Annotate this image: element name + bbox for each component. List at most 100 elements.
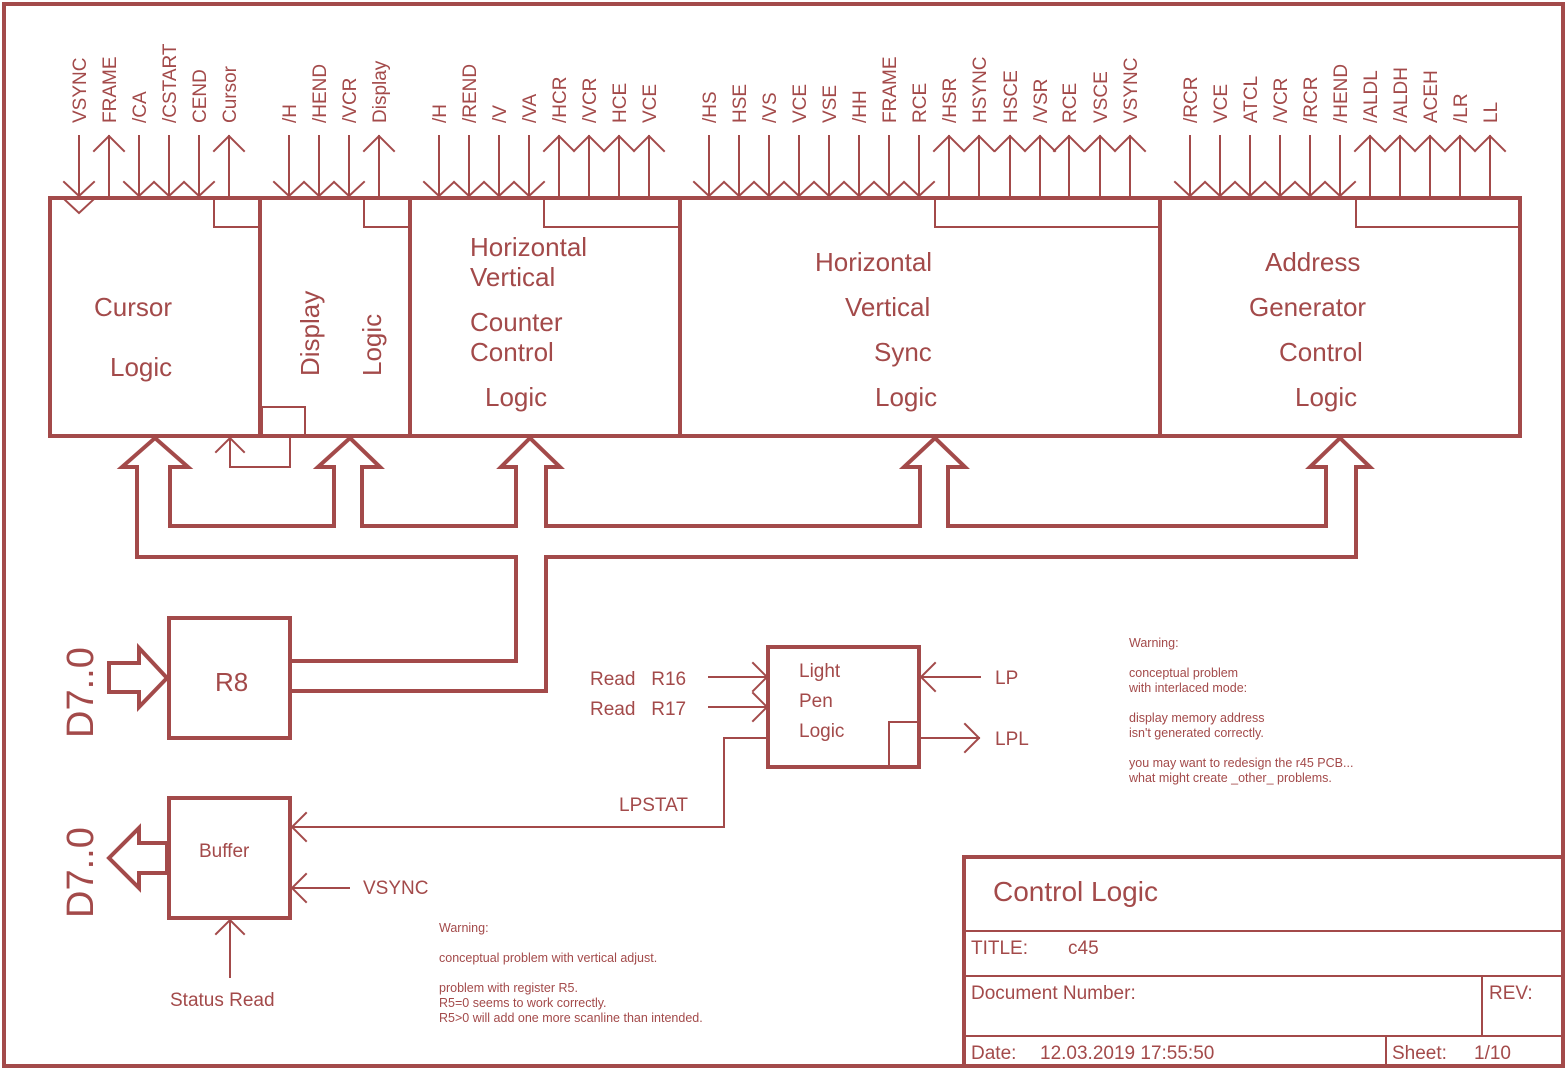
cursor-reg-box	[213, 197, 259, 228]
lpstat-wire	[291, 737, 767, 828]
pin-label: /H	[280, 104, 301, 123]
title-block: Control Logic TITLE: c45 Document Number…	[962, 855, 1565, 1068]
pin-output-arrow-icon	[572, 134, 606, 153]
pin-output-arrow-icon	[1413, 134, 1447, 153]
pin-label: /ALDH	[1391, 67, 1412, 123]
pin-label: VCE	[1211, 84, 1232, 123]
bus-network	[116, 435, 1375, 693]
pin-output-arrow-icon	[962, 134, 996, 153]
address-block-line: Address	[1265, 247, 1360, 277]
sync-block-line: Horizontal	[815, 247, 932, 277]
pin-label: LL	[1481, 102, 1502, 123]
pin-input-arrow-icon	[1323, 180, 1357, 198]
pin-output-arrow-icon	[1052, 134, 1086, 153]
title-block-outline	[962, 855, 1565, 1068]
pin-label: ATCL	[1241, 76, 1262, 123]
pin-output-arrow-icon	[92, 134, 126, 153]
vsync-arrow-icon	[290, 872, 308, 904]
clock-triangle-icon	[63, 198, 95, 215]
lpl-label: LPL	[995, 729, 1029, 750]
display-block-line: Display	[295, 291, 325, 376]
sync-block-line: Vertical	[845, 292, 930, 322]
note-line: what might create _other_ problems.	[1128, 771, 1332, 785]
pin-output-arrow-icon	[1353, 134, 1387, 153]
pin-input-arrow-icon	[1173, 180, 1207, 198]
note-line: conceptual problem with vertical adjust.	[439, 951, 657, 965]
pin-input-arrow-icon	[902, 180, 936, 198]
pin-label: Display	[370, 60, 391, 123]
pin-label: /VSR	[1031, 79, 1052, 123]
pin-input-arrow-icon	[422, 180, 456, 198]
sheet-value: 1/10	[1474, 1043, 1511, 1064]
cursor-block-line: Logic	[110, 352, 172, 382]
pin-output-arrow-icon	[542, 134, 576, 153]
buffer-bus-label: D7..0	[60, 827, 102, 918]
r16-arrow-icon	[751, 661, 769, 693]
address-block: Address Generator Control Logic	[1249, 247, 1366, 412]
pin-label: VSYNC	[1121, 58, 1142, 123]
note-line: with interlaced mode:	[1128, 681, 1247, 695]
counter-block-line: Horizontal	[470, 232, 587, 262]
sync-block-line: Sync	[874, 337, 932, 367]
sheet-heading: Control Logic	[993, 876, 1158, 907]
pin-label: /REND	[460, 64, 481, 123]
pin-output-arrow-icon	[1113, 134, 1147, 153]
read-r17-label: Read R17	[590, 699, 686, 720]
pin-label: /RCR	[1301, 77, 1322, 123]
pin-input-arrow-icon	[452, 180, 486, 198]
pin-input-arrow-icon	[752, 180, 786, 198]
block-row-outline	[48, 196, 1522, 438]
sync-reg-box	[934, 197, 1159, 228]
pin-output-arrow-icon	[1473, 134, 1507, 153]
pin-label: ACEH	[1421, 70, 1442, 123]
note-line: R5>0 will add one more scanline than int…	[439, 1011, 703, 1025]
vsync-label: VSYNC	[363, 878, 428, 899]
pin-output-arrow-icon	[632, 134, 666, 153]
lp-label: LP	[995, 668, 1018, 689]
pin-label: /VA	[520, 93, 541, 123]
r17-arrow-icon	[751, 691, 769, 723]
counter-block: Horizontal Vertical Counter Control Logi…	[470, 232, 587, 412]
pin-input-arrow-icon	[812, 180, 846, 198]
pin-output-arrow-icon	[932, 134, 966, 153]
pin-output-arrow-icon	[212, 134, 246, 153]
sync-block: Horizontal Vertical Sync Logic	[815, 247, 937, 412]
sheet-label: Sheet:	[1392, 1043, 1447, 1064]
pin-label: /CA	[130, 91, 151, 123]
title-label: TITLE:	[971, 938, 1028, 959]
note-line: isn't generated correctly.	[1129, 726, 1264, 740]
pin-input-arrow-icon	[302, 180, 336, 198]
buffer-label: Buffer	[199, 841, 250, 862]
pin-label: HSCE	[1001, 70, 1022, 123]
pin-input-arrow-icon	[722, 180, 756, 198]
lightpen-line: Pen	[799, 691, 833, 712]
pin-label: FRAME	[880, 57, 901, 124]
pin-label: /HS	[700, 91, 721, 123]
address-block-line: Control	[1279, 337, 1363, 367]
pin-output-arrow-icon	[1083, 134, 1117, 153]
pin-input-arrow-icon	[182, 180, 216, 198]
date-label: Date:	[971, 1043, 1016, 1064]
display-bottom-reg-box	[261, 406, 306, 437]
pin-label: /HEND	[310, 64, 331, 123]
pin-label: /ALDL	[1361, 70, 1382, 123]
lpstat-label: LPSTAT	[619, 795, 688, 816]
pin-label: /V	[490, 105, 511, 123]
pin-label: CEND	[190, 69, 211, 123]
date-value: 12.03.2019 17:55:50	[1040, 1043, 1214, 1064]
counter-reg-box	[543, 197, 679, 228]
counter-block-line: Vertical	[470, 262, 555, 292]
lpstat-arrow-icon	[290, 811, 308, 843]
lightpen-line: Light	[799, 661, 841, 682]
sync-block-line: Logic	[875, 382, 937, 412]
pin-input-arrow-icon	[122, 180, 156, 198]
r8-label: R8	[215, 667, 248, 697]
pin-input-arrow-icon	[692, 180, 726, 198]
pin-input-arrow-icon	[1233, 180, 1267, 198]
display-block-line: Logic	[357, 314, 387, 376]
note-line: R5=0 seems to work correctly.	[439, 996, 607, 1010]
